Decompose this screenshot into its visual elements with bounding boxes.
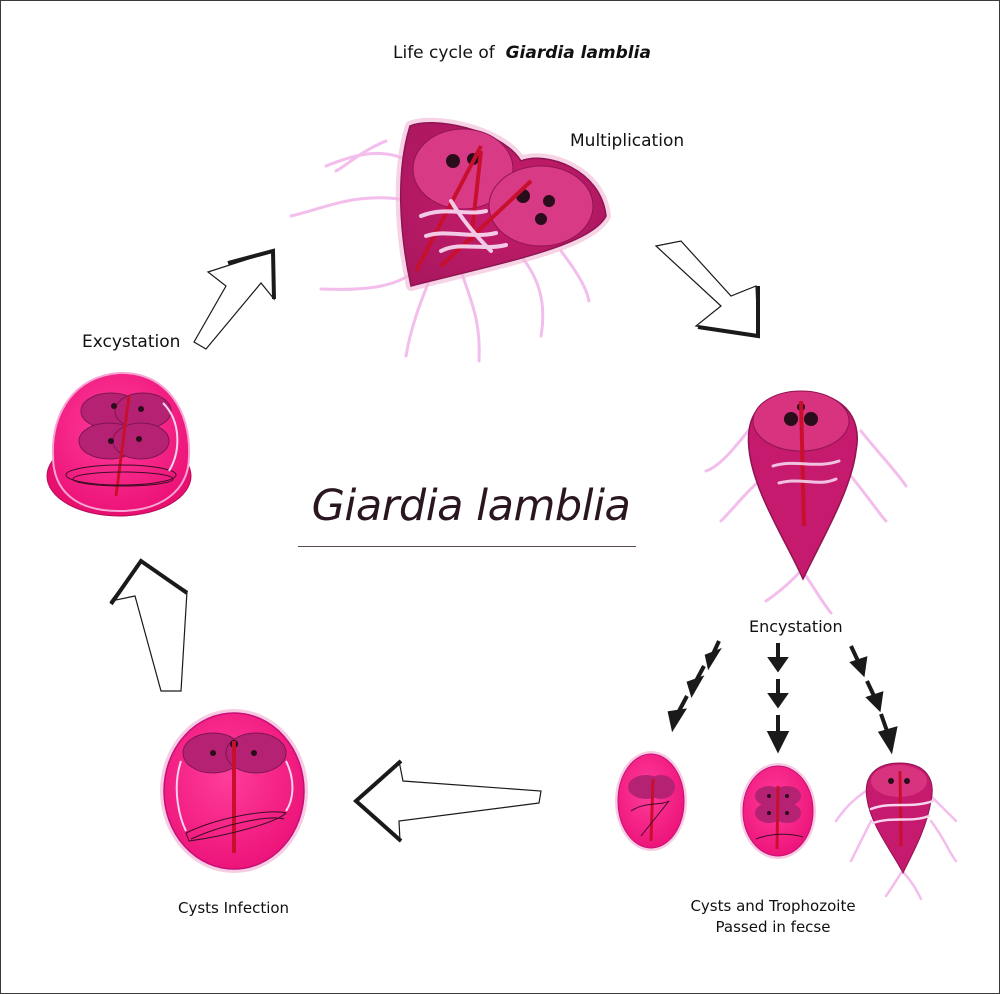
- dashed-arrow-middle: [766, 643, 790, 754]
- cycle-arrows: [109, 240, 760, 843]
- arrow-excystation-to-multiplication: [193, 250, 275, 350]
- passed-line-1: Cysts and Trophozoite: [690, 897, 856, 915]
- multiplication-flagella: [289, 139, 591, 363]
- passed-line-2: Passed in fecse: [715, 918, 831, 936]
- passed-cyst-oval: [615, 751, 687, 851]
- arrow-multiplication-to-encystation: [654, 240, 759, 337]
- title-prefix: Life cycle of: [393, 43, 495, 63]
- dashed-arrows: [667, 640, 898, 755]
- arrow-infection-to-excystation: [109, 560, 188, 692]
- passed-cyst-quadrinucleate: [740, 763, 816, 859]
- infective-cyst: [160, 709, 308, 873]
- dashed-arrow-left: [667, 640, 722, 733]
- title-organism: Giardia lamblia: [505, 43, 651, 63]
- diagram-title: Life cycle of Giardia lamblia: [393, 43, 651, 63]
- encystation-trophozoite: [704, 390, 908, 615]
- axostyle-lines: [414, 145, 533, 272]
- center-title: Giardia lamblia: [311, 481, 631, 531]
- stage-label-encystation: Encystation: [749, 617, 843, 636]
- arrow-passed-to-infection: [355, 759, 542, 843]
- excystation-cyst: [46, 371, 192, 517]
- stage-label-excystation: Excystation: [82, 332, 181, 352]
- dashed-arrow-right: [849, 645, 898, 755]
- stage-label-multiplication: Multiplication: [570, 131, 685, 151]
- nucleus-pair-1: [412, 128, 514, 210]
- multiplication-trophozoite: [289, 117, 611, 363]
- nucleus-pair-2: [488, 165, 594, 247]
- center-title-underline: [298, 546, 636, 547]
- stage-label-cysts-infection: Cysts Infection: [178, 899, 290, 917]
- passed-trophozoite: [834, 762, 958, 901]
